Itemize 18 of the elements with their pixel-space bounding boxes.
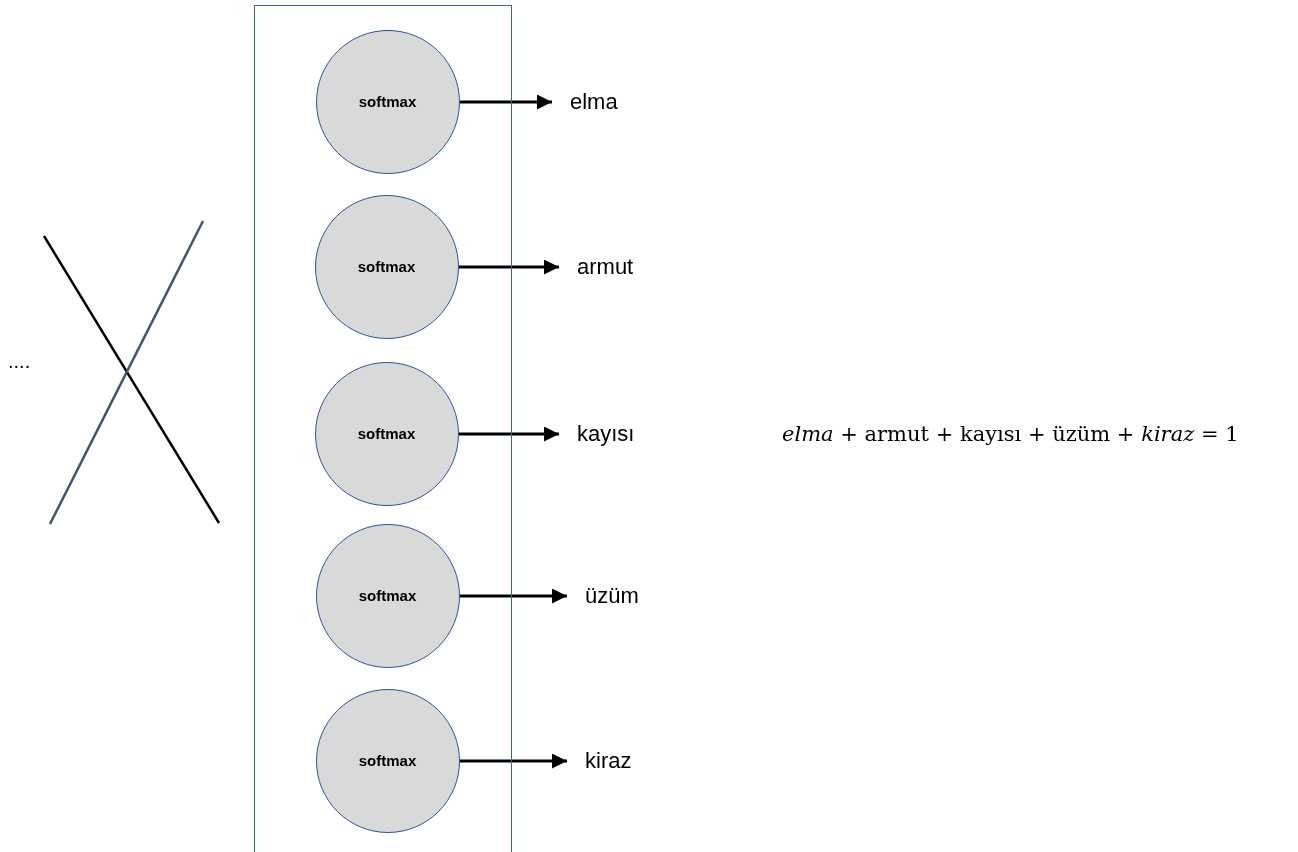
output-label: elma — [570, 84, 650, 120]
ellipsis: .... — [8, 350, 31, 373]
node-label: softmax — [358, 587, 417, 604]
output-label: üzüm — [585, 578, 665, 614]
node-label: softmax — [357, 258, 416, 275]
container-box — [254, 5, 512, 852]
node-label: softmax — [357, 425, 416, 442]
equation: elma + armut + kayısı + üzüm + kiraz = 1 — [782, 422, 1239, 446]
node-label: softmax — [358, 93, 417, 110]
arrow — [459, 259, 559, 275]
arrow — [460, 753, 567, 769]
arrow — [460, 588, 567, 604]
output-label: kiraz — [585, 743, 665, 779]
node-label: softmax — [358, 752, 417, 769]
output-label: armut — [577, 249, 657, 285]
arrow — [459, 426, 559, 442]
arrow — [460, 94, 552, 110]
output-label: kayısı — [577, 416, 657, 452]
